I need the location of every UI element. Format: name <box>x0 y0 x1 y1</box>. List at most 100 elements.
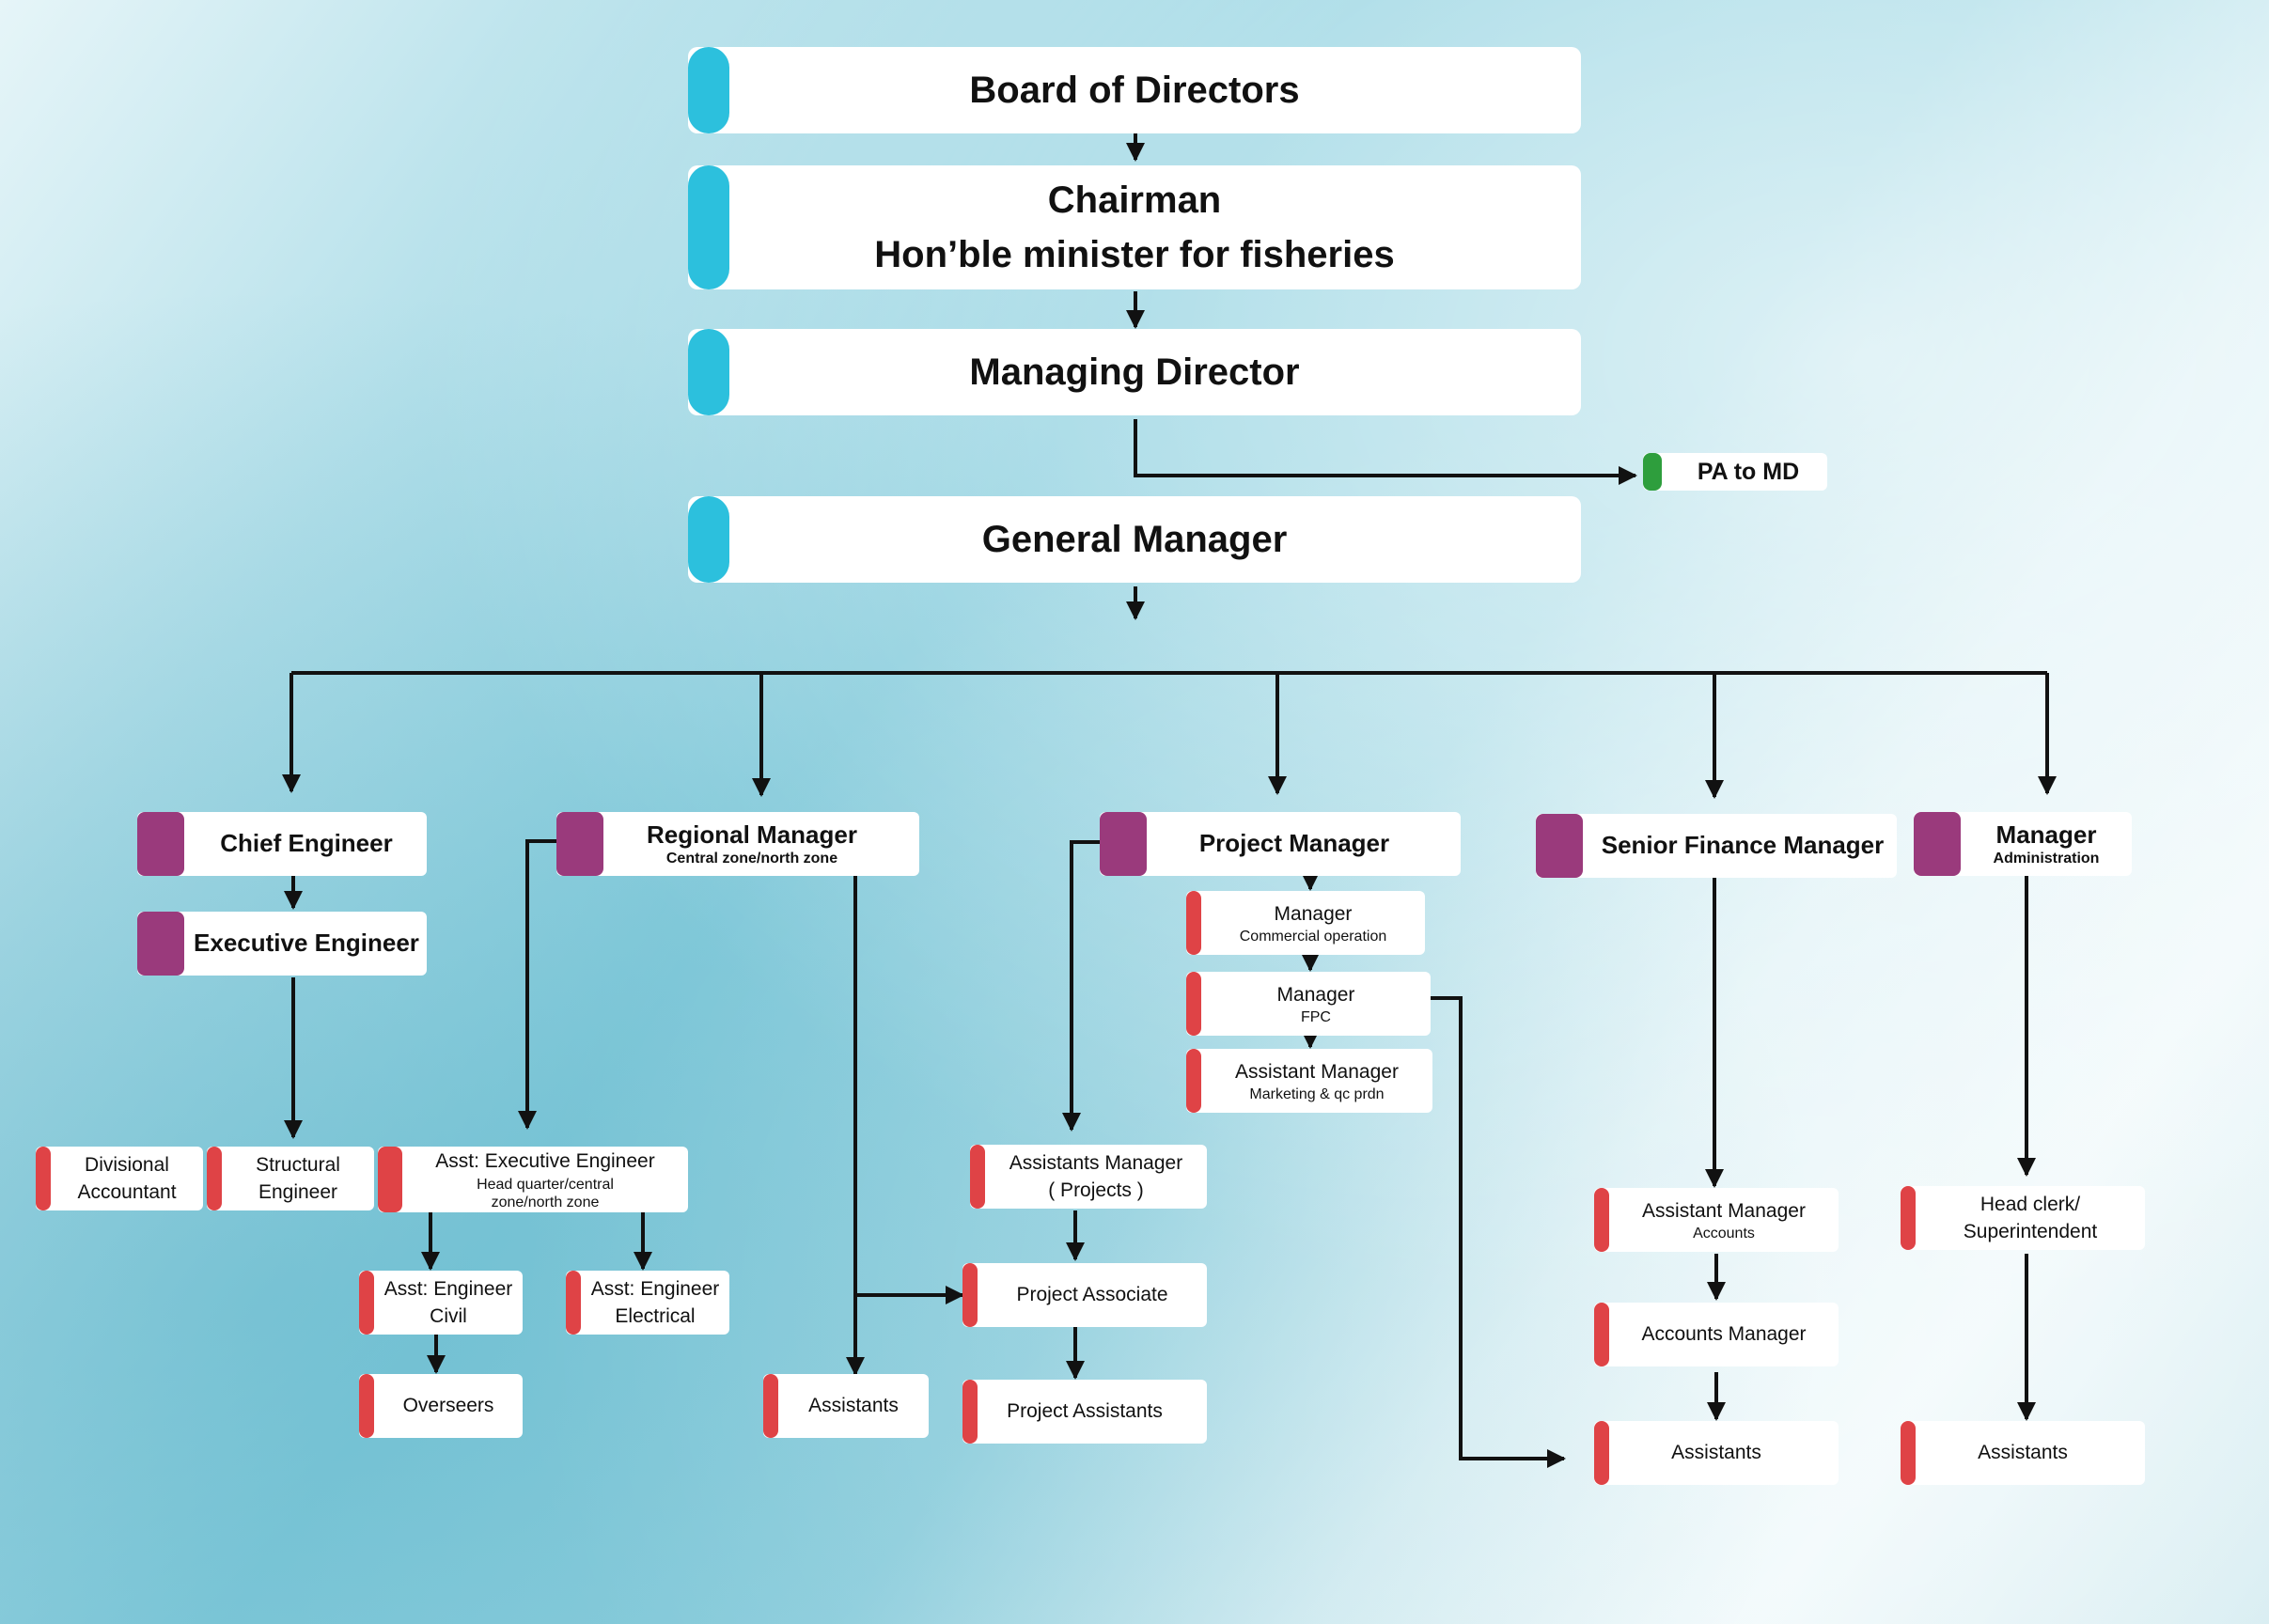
fpc-tab <box>1186 972 1201 1036</box>
overseers-tab <box>359 1374 374 1438</box>
div-acc-line1: Divisional <box>85 1153 169 1176</box>
structural-tab <box>207 1147 222 1210</box>
asst-exec-tab <box>378 1147 402 1212</box>
regional-subtitle: Central zone/north zone <box>665 851 838 867</box>
am-accounts-sub: Accounts <box>1693 1226 1755 1242</box>
line-fpc-finance-assistants <box>1431 996 1566 1468</box>
am-projects-line1: Assistants Manager <box>1009 1151 1183 1174</box>
managing-director-box: Managing Director <box>688 329 1581 415</box>
chairman-title: Chairman <box>1047 180 1222 221</box>
pa-label: PA to MD <box>1697 459 1800 485</box>
am-marketing-title: Assistant Manager <box>1235 1060 1399 1083</box>
executive-engineer-box: Executive Engineer <box>137 912 427 976</box>
board-tab <box>688 47 729 133</box>
head-clerk-line1: Head clerk/ <box>1980 1193 2081 1215</box>
asst-exec-sub1: Head quarter/central <box>477 1176 614 1193</box>
finance-assistants-tab <box>1594 1421 1609 1485</box>
executive-label: Executive Engineer <box>194 929 419 958</box>
fpc-title: Manager <box>1276 983 1355 1006</box>
associate-tab <box>962 1263 978 1327</box>
regional-assistants-tab <box>763 1374 778 1438</box>
head-clerk-box: Head clerk/ Superintendent <box>1901 1186 2145 1250</box>
general-manager-box: General Manager <box>688 496 1581 583</box>
chief-tab <box>137 812 184 876</box>
admin-title: Manager <box>1995 820 2097 849</box>
chairman-subtitle: Hon’ble minister for fisheries <box>874 234 1395 275</box>
civil-line2: Civil <box>430 1305 467 1327</box>
comm-tab <box>1186 891 1201 955</box>
am-accounts-title: Assistant Manager <box>1642 1199 1806 1222</box>
regional-title: Regional Manager <box>647 820 857 849</box>
md-tab <box>688 329 729 415</box>
regional-assistants-box: Assistants <box>763 1374 929 1438</box>
accounts-manager-label: Accounts Manager <box>1641 1323 1807 1346</box>
regional-tab <box>556 812 603 876</box>
manager-commercial-box: Manager Commercial operation <box>1186 891 1425 955</box>
gm-label: General Manager <box>981 519 1288 560</box>
civil-tab <box>359 1271 374 1335</box>
head-clerk-line2: Superintendent <box>1963 1221 2098 1242</box>
electrical-tab <box>566 1271 581 1335</box>
accounts-manager-tab <box>1594 1303 1609 1366</box>
elec-line2: Electrical <box>615 1305 696 1327</box>
project-assistants-box: Project Assistants <box>962 1380 1207 1444</box>
admin-assistants-box: Assistants <box>1901 1421 2145 1485</box>
project-associate-box: Project Associate <box>962 1263 1207 1327</box>
am-accounts-tab <box>1594 1188 1609 1252</box>
asst-engineer-civil-box: Asst: Engineer Civil <box>359 1271 523 1335</box>
admin-subtitle: Administration <box>1993 851 2100 867</box>
finance-assistants-box: Assistants <box>1594 1421 1839 1485</box>
project-assistants-tab <box>962 1380 978 1444</box>
line-project-amprojects <box>1062 840 1102 1132</box>
board-label: Board of Directors <box>969 70 1300 111</box>
line-regional-asstexec <box>518 839 556 1130</box>
finance-tab <box>1536 814 1583 878</box>
div-acc-tab <box>36 1147 51 1210</box>
chairman-tab <box>688 165 729 289</box>
chairman-box: Chairman Hon’ble minister for fisheries <box>688 165 1581 289</box>
senior-finance-manager-box: Senior Finance Manager <box>1536 814 1897 878</box>
am-projects-tab <box>970 1145 985 1209</box>
comm-sub: Commercial operation <box>1239 929 1387 945</box>
gm-tab <box>688 496 729 583</box>
associate-label: Project Associate <box>1016 1284 1168 1306</box>
asst-exec-title: Asst: Executive Engineer <box>435 1150 655 1173</box>
am-marketing-sub: Marketing & qc prdn <box>1249 1086 1385 1103</box>
civil-line1: Asst: Engineer <box>383 1277 513 1300</box>
project-tab <box>1100 812 1147 876</box>
admin-tab <box>1914 812 1961 876</box>
overseers-box: Overseers <box>359 1374 523 1438</box>
divisional-accountant-box: Divisional Accountant <box>36 1147 203 1210</box>
structural-engineer-box: Structural Engineer <box>207 1147 374 1210</box>
project-assistants-label: Project Assistants <box>1007 1400 1163 1423</box>
pa-tab <box>1643 453 1662 491</box>
am-marketing-tab <box>1186 1049 1201 1113</box>
admin-assistants-tab <box>1901 1421 1916 1485</box>
structural-line2: Engineer <box>258 1181 338 1203</box>
chief-label: Chief Engineer <box>220 829 393 858</box>
finance-assistants-label: Assistants <box>1671 1442 1761 1464</box>
assistants-manager-projects-box: Assistants Manager ( Projects ) <box>970 1145 1207 1209</box>
head-clerk-tab <box>1901 1186 1916 1250</box>
comm-title: Manager <box>1274 902 1353 925</box>
project-manager-box: Project Manager <box>1100 812 1461 876</box>
admin-assistants-label: Assistants <box>1978 1442 2068 1464</box>
asst-exec-sub2: zone/north zone <box>491 1194 600 1210</box>
arrow-md-pa <box>1134 419 1637 485</box>
admin-manager-box: Manager Administration <box>1914 812 2132 876</box>
accounts-manager-box: Accounts Manager <box>1594 1303 1839 1366</box>
assistant-manager-marketing-box: Assistant Manager Marketing & qc prdn <box>1186 1049 1432 1113</box>
asst-engineer-electrical-box: Asst: Engineer Electrical <box>566 1271 729 1335</box>
elec-line1: Asst: Engineer <box>590 1277 720 1300</box>
fpc-sub: FPC <box>1300 1009 1331 1026</box>
board-of-directors-box: Board of Directors <box>688 47 1581 133</box>
asst-executive-engineer-box: Asst: Executive Engineer Head quarter/ce… <box>378 1147 688 1212</box>
pa-to-md-box: PA to MD <box>1643 453 1827 491</box>
regional-manager-box: Regional Manager Central zone/north zone <box>556 812 919 876</box>
manager-fpc-box: Manager FPC <box>1186 972 1431 1036</box>
am-projects-line2: ( Projects ) <box>1048 1179 1144 1201</box>
chief-engineer-box: Chief Engineer <box>137 812 427 876</box>
regional-assistants-label: Assistants <box>808 1395 899 1417</box>
md-label: Managing Director <box>969 351 1300 393</box>
